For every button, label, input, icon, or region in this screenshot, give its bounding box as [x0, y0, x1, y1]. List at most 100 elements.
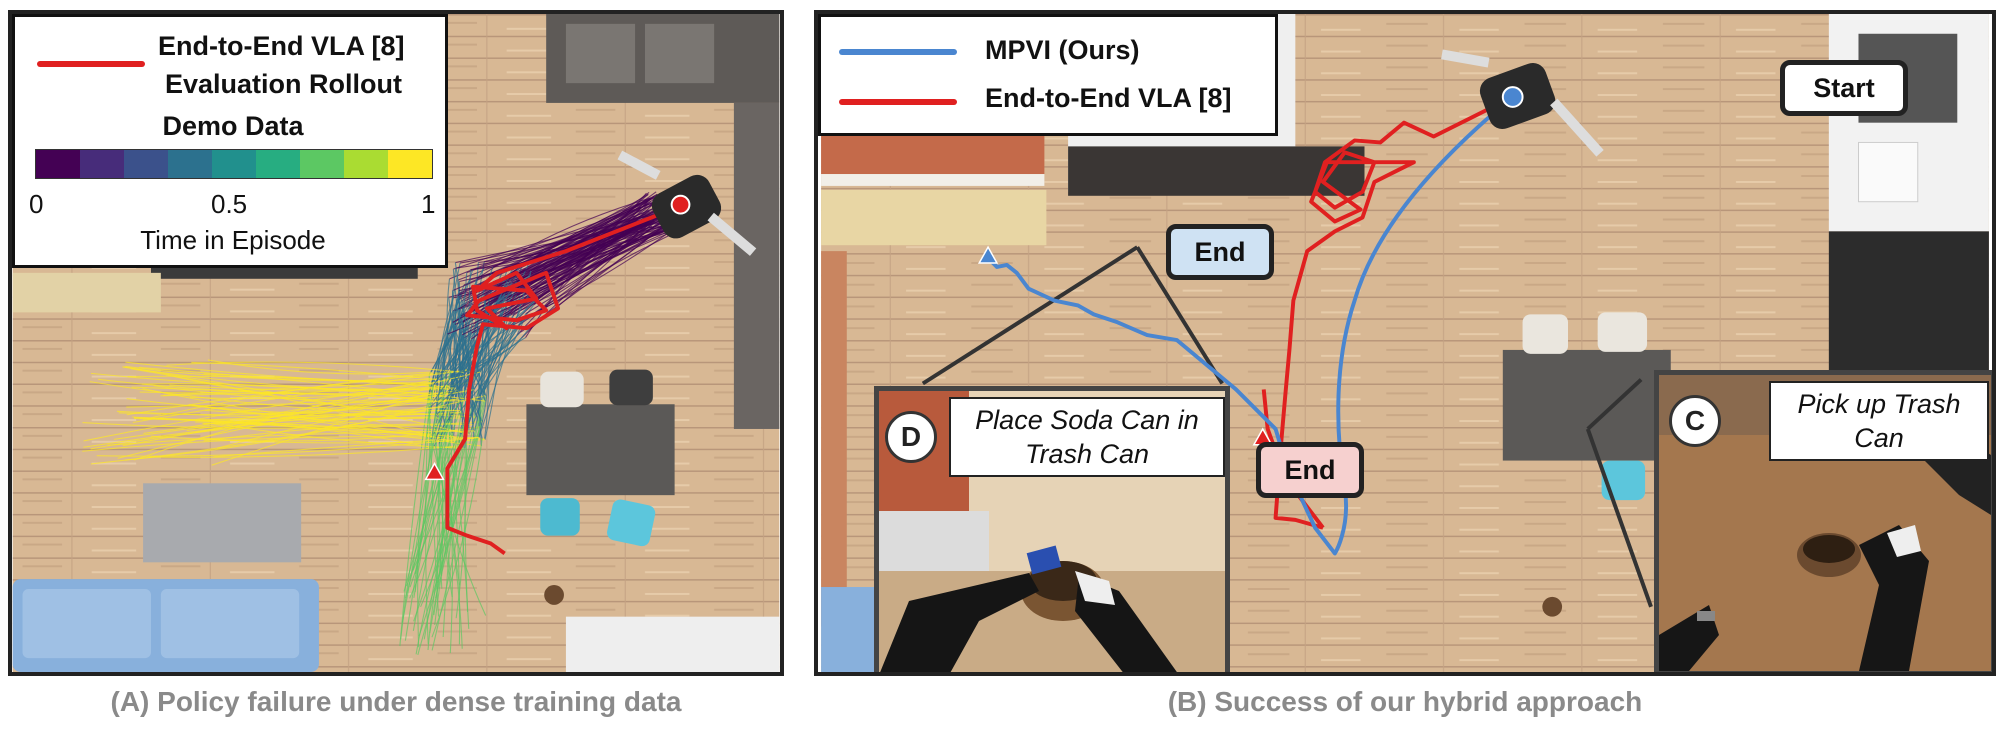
- dining-table: [526, 404, 675, 496]
- demo-trajectory-segment: [436, 297, 454, 417]
- time-colorbar: [35, 149, 433, 179]
- demo-trajectory-segment: [417, 385, 434, 648]
- demo-trajectory-segment: [446, 334, 467, 430]
- demo-trajectory-segment: [141, 383, 434, 403]
- colorbar-segment: [300, 150, 344, 178]
- demo-trajectory-segment: [414, 407, 431, 574]
- demo-trajectory-segment: [455, 418, 468, 619]
- colorbar-segment: [256, 150, 300, 178]
- inset-c-connector: [1585, 428, 1653, 608]
- demo-trajectory-segment: [126, 370, 470, 416]
- chair: [1522, 314, 1569, 354]
- vla-trajectory: [1273, 95, 1514, 530]
- demo-trajectory-segment: [89, 381, 437, 416]
- demo-trajectory-segment: [122, 366, 449, 394]
- demo-trajectory-segment: [148, 445, 461, 458]
- demo-trajectory-segment: [188, 389, 475, 422]
- demo-trajectory-segment: [530, 201, 660, 275]
- inset-c-badge: C: [1669, 395, 1721, 447]
- demo-trajectory-segment: [435, 331, 521, 407]
- colorbar-label: Time in Episode: [140, 225, 326, 255]
- inset-d-connector: [921, 245, 1139, 386]
- demo-trajectory-segment: [434, 278, 478, 443]
- panel-b-caption: (B) Success of our hybrid approach: [1167, 686, 1643, 717]
- demo-trajectory-segment: [83, 406, 447, 448]
- rollout-start-marker: [670, 194, 691, 215]
- inset-c-instruction: Pick up Trash Can: [1769, 381, 1989, 461]
- demo-trajectory-segment: [143, 371, 481, 434]
- demo-trajectory-segment: [160, 392, 443, 398]
- demo-trajectory-segment: [461, 224, 666, 336]
- robot-gripper-right: [1859, 525, 1929, 671]
- mpvi-end-tag: End: [1166, 224, 1274, 280]
- colorbar-segment: [388, 150, 432, 178]
- robot: [1441, 49, 1604, 157]
- robot-gripper-left: [1659, 605, 1719, 671]
- inset-d-badge: D: [885, 411, 937, 463]
- demo-trajectory-segment: [409, 388, 465, 599]
- demo-trajectory-segment: [132, 369, 468, 424]
- chair: [1597, 312, 1648, 352]
- demo-trajectory-segment: [517, 198, 651, 336]
- colorbar-segment: [168, 150, 212, 178]
- chair: [1601, 460, 1646, 501]
- mpvi-end-marker: [977, 245, 999, 264]
- demo-trajectory-segment: [212, 436, 479, 458]
- demo-trajectory-segment: [126, 400, 465, 408]
- brick-wall: [821, 134, 1045, 175]
- robot-gripper-left: [880, 573, 1039, 672]
- chair: [540, 371, 584, 408]
- demo-trajectory-segment: [473, 292, 505, 390]
- demo-trajectory-segment: [449, 297, 459, 400]
- soda-can: [1026, 545, 1062, 575]
- chair: [607, 499, 656, 547]
- inset-d-connector: [1135, 246, 1224, 385]
- demo-trajectory-segment: [451, 432, 470, 629]
- demo-trajectory-segment: [463, 197, 682, 302]
- rug: [143, 483, 302, 563]
- start-marker: [1501, 86, 1524, 108]
- inset-c-connector: [1586, 378, 1643, 431]
- demo-trajectory-segment: [191, 361, 439, 381]
- robot: [617, 150, 757, 256]
- colorbar-segment: [124, 150, 168, 178]
- colorbar-segment: [344, 150, 388, 178]
- panel-a-caption: (A) Policy failure under dense training …: [110, 686, 682, 717]
- demo-trajectory-segment: [420, 402, 477, 608]
- inset-c-camera-view: C Pick up Trash Can: [1654, 370, 1992, 672]
- inset-d-camera-view: D Place Soda Can in Trash Can: [874, 386, 1230, 672]
- chair: [540, 498, 580, 536]
- demo-trajectory-segment: [216, 396, 431, 449]
- legend-vla-line: [839, 99, 957, 105]
- demo-trajectory-segment: [188, 403, 471, 433]
- demo-trajectory-segment: [113, 391, 460, 440]
- demo-trajectory-segment: [415, 424, 482, 655]
- panel-a-scene: End-to-End VLA [8] Evaluation Rollout De…: [8, 10, 784, 676]
- demo-trajectory-segment: [166, 361, 464, 373]
- demo-trajectory-segment: [412, 419, 450, 631]
- legend-vla-label: End-to-End VLA [8]: [985, 83, 1232, 113]
- colorbar-tick-mid: 0.5: [211, 189, 248, 219]
- demo-trajectory-segment: [207, 359, 432, 375]
- demo-trajectory-segment: [118, 398, 459, 416]
- right-counter: [733, 102, 780, 429]
- start-tag: Start: [1780, 60, 1908, 116]
- rollout-end-marker: [424, 462, 445, 481]
- demo-trajectory-segment: [189, 385, 448, 400]
- demo-trajectory-segment: [401, 405, 437, 623]
- demo-trajectory-segment: [523, 227, 684, 321]
- inset-d-instruction: Place Soda Can in Trash Can: [949, 397, 1225, 477]
- vla-rollout-path: [445, 205, 678, 556]
- demo-trajectory-segment: [186, 410, 461, 432]
- colorbar-tick-1: 1: [421, 189, 436, 219]
- dining-table: [1502, 349, 1671, 461]
- panel-b-legend: MPVI (Ours) End-to-End VLA [8]: [818, 14, 1278, 136]
- demo-trajectory-segment: [530, 215, 664, 272]
- demo-trajectory-segment: [138, 366, 486, 402]
- colorbar-segment: [36, 150, 80, 178]
- chair: [609, 369, 653, 406]
- colorbar-segment: [80, 150, 124, 178]
- demo-trajectory-segment: [521, 199, 647, 265]
- demo-trajectory-segment: [434, 447, 466, 626]
- legend-mpvi-line: [839, 49, 957, 55]
